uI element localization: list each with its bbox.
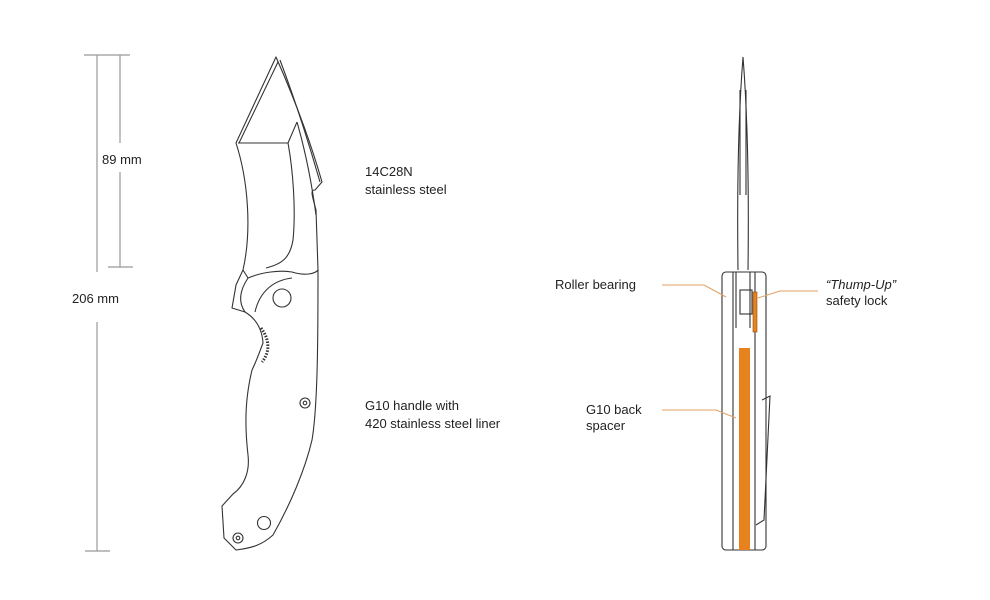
handle-material-callout: G10 handle with 420 stainless steel line… <box>365 398 500 432</box>
blade-material-callout: 14C28N stainless steel <box>365 164 447 198</box>
knife-side-view <box>221 56 323 551</box>
overall-length-label: 206 mm <box>72 291 119 306</box>
leader-lines <box>662 284 818 419</box>
roller-bearing-callout: Roller bearing <box>555 277 636 292</box>
safety-lock-line2: safety lock <box>826 293 888 308</box>
safety-lock-callout: “Thump-Up” safety lock <box>826 277 896 309</box>
blade-length-label: 89 mm <box>102 152 142 167</box>
handle-material-line2: 420 stainless steel liner <box>365 416 501 431</box>
back-spacer-line2: spacer <box>586 418 626 433</box>
back-spacer-callout: G10 back spacer <box>586 402 642 434</box>
blade-material-line2: stainless steel <box>365 182 447 197</box>
g10-spacer-orange <box>739 348 750 550</box>
dimension-lines <box>84 54 133 552</box>
blade-material-line1: 14C28N <box>365 164 413 179</box>
safety-lock-orange <box>752 291 758 333</box>
safety-lock-line1: “Thump-Up” <box>826 277 897 292</box>
handle-material-line1: G10 handle with <box>365 398 459 413</box>
back-spacer-line1: G10 back <box>586 402 642 417</box>
